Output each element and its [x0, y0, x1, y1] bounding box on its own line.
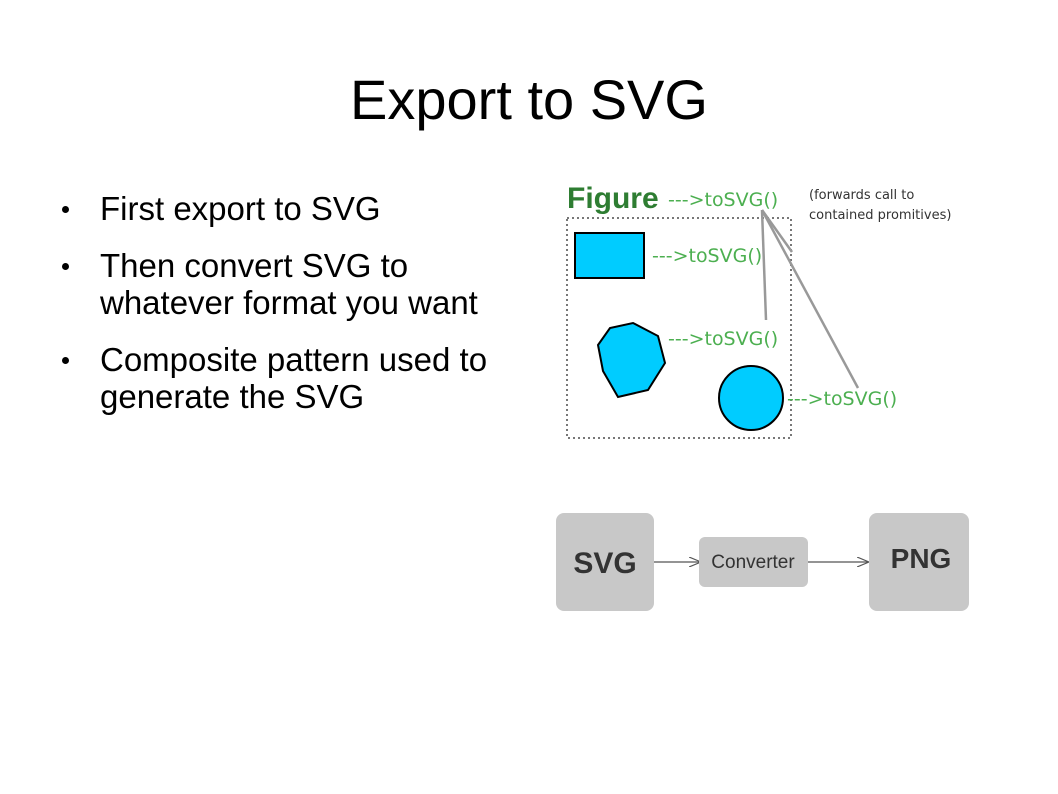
converter-box [699, 537, 808, 587]
slide-title: Export to SVG [350, 68, 708, 131]
arrow-label-heptagon: --->toSVG() [668, 328, 778, 350]
bullet-item: Then convert SVG to whatever format you … [62, 247, 502, 321]
arrow-label-circle: --->toSVG() [787, 388, 897, 410]
bullet-icon [62, 206, 69, 213]
arrow-label-figure: --->toSVG() [668, 189, 778, 211]
figure-container [566, 217, 792, 439]
bullet-icon [62, 263, 69, 270]
bullet-item: Composite pattern used to generate the S… [62, 341, 502, 415]
heptagon-shape [596, 321, 667, 399]
bullet-text: Composite pattern used to generate the S… [100, 341, 488, 415]
composite-diagram: Figure --->toSVG() (forwards call to con… [566, 182, 951, 439]
connector-lines [760, 209, 860, 389]
png-box [869, 513, 969, 611]
figure-label: Figure [567, 182, 659, 215]
bullet-list: First export to SVG Then convert SVG to … [62, 190, 502, 435]
bullet-text: Then convert SVG to whatever format you … [100, 247, 478, 321]
conversion-flow: SVG Converter PNG [556, 513, 969, 611]
connector-line [760, 209, 860, 389]
bullet-text: First export to SVG [100, 190, 381, 227]
svg-box-label: SVG [573, 547, 636, 580]
rectangle-shape [574, 232, 645, 279]
bullet-item: First export to SVG [62, 190, 502, 227]
note-line-1: (forwards call to [809, 188, 914, 203]
png-box-label: PNG [891, 543, 952, 574]
connector-line [760, 209, 768, 321]
bullet-icon [62, 357, 69, 364]
converter-box-label: Converter [711, 552, 795, 573]
note-line-2: contained promitives) [809, 208, 951, 223]
svg-box [556, 513, 654, 611]
arrow-label-rectangle: --->toSVG() [652, 245, 762, 267]
circle-shape [718, 365, 784, 431]
